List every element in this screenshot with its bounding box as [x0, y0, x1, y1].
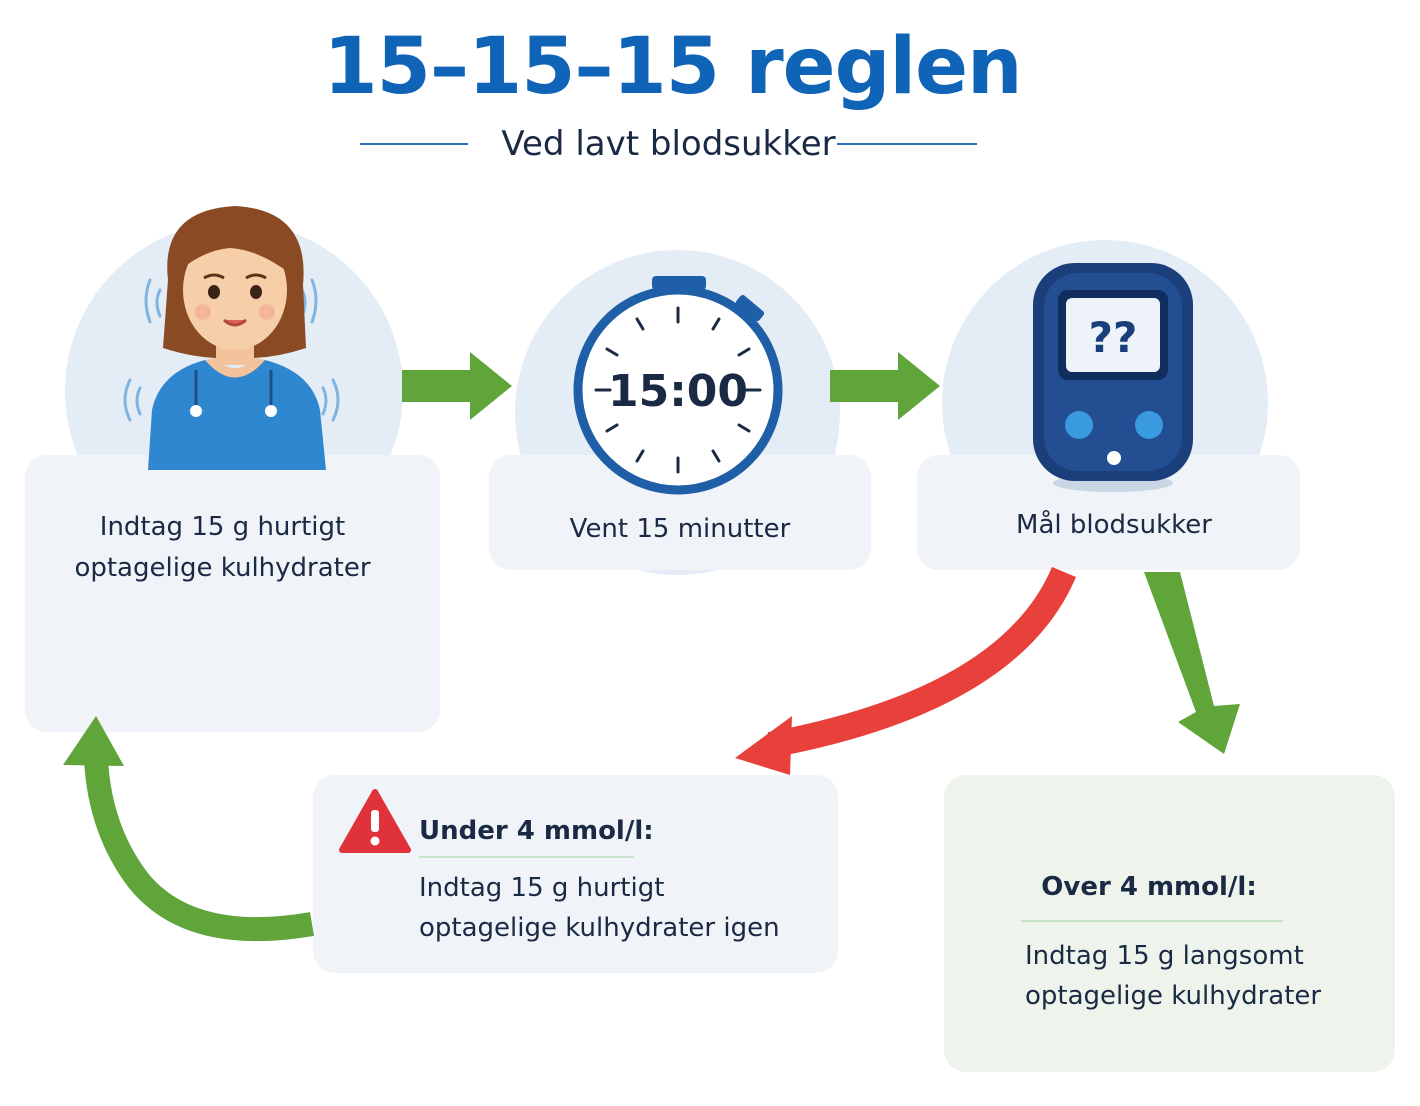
woman-icon	[123, 206, 340, 470]
timer-text: 15:00	[608, 366, 748, 417]
stopwatch-icon: 15:00	[573, 276, 783, 495]
low-outcome-heading: Under 4 mmol/l:	[419, 816, 654, 846]
high-outcome-text: Indtag 15 g langsomt optagelige kulhydra…	[1025, 936, 1385, 1016]
step1-card: Indtag 15 g hurtigt optagelige kulhydrat…	[25, 455, 440, 732]
low-outcome-divider	[419, 856, 634, 858]
low-outcome-line1: Indtag 15 g hurtigt	[419, 873, 665, 903]
subtitle-line-right	[837, 143, 977, 145]
step1-line1: Indtag 15 g hurtigt	[99, 512, 346, 542]
subtitle-row: Ved lavt blodsukker	[360, 120, 977, 170]
meter-screen-text: ??	[1089, 313, 1138, 362]
high-outcome-card: Over 4 mmol/l: Indtag 15 g langsomt opta…	[944, 775, 1395, 1072]
step1-line2: optagelige kulhydrater	[74, 553, 371, 583]
step3-card: Mål blodsukker	[917, 455, 1300, 570]
arrow-loop-back	[63, 716, 315, 942]
step1-text: Indtag 15 g hurtigt optagelige kulhydrat…	[25, 507, 420, 589]
page-title: 15–15–15 reglen	[323, 22, 1022, 112]
arrow-to-high-outcome	[1144, 572, 1240, 754]
low-outcome-card: Under 4 mmol/l: Indtag 15 g hurtigt opta…	[313, 775, 838, 973]
high-outcome-line1: Indtag 15 g langsomt	[1025, 941, 1304, 971]
warning-icon	[339, 789, 411, 853]
high-outcome-heading: Over 4 mmol/l:	[1041, 872, 1257, 902]
step2-card: Vent 15 minutter	[489, 455, 871, 570]
page-subtitle: Ved lavt blodsukker	[501, 124, 836, 164]
arrow-to-low-outcome	[735, 566, 1076, 775]
high-outcome-divider	[1021, 920, 1283, 922]
arrow-step1-to-step2	[402, 352, 512, 420]
arrow-step2-to-step3	[830, 352, 940, 420]
low-outcome-text: Indtag 15 g hurtigt optagelige kulhydrat…	[419, 868, 829, 948]
high-outcome-line2: optagelige kulhydrater	[1025, 981, 1322, 1011]
subtitle-line-left	[360, 143, 468, 145]
step3-label: Mål blodsukker	[1016, 510, 1212, 540]
step2-label: Vent 15 minutter	[569, 514, 791, 544]
glucose-meter-icon: ??	[1033, 263, 1193, 492]
low-outcome-line2: optagelige kulhydrater igen	[419, 913, 780, 943]
